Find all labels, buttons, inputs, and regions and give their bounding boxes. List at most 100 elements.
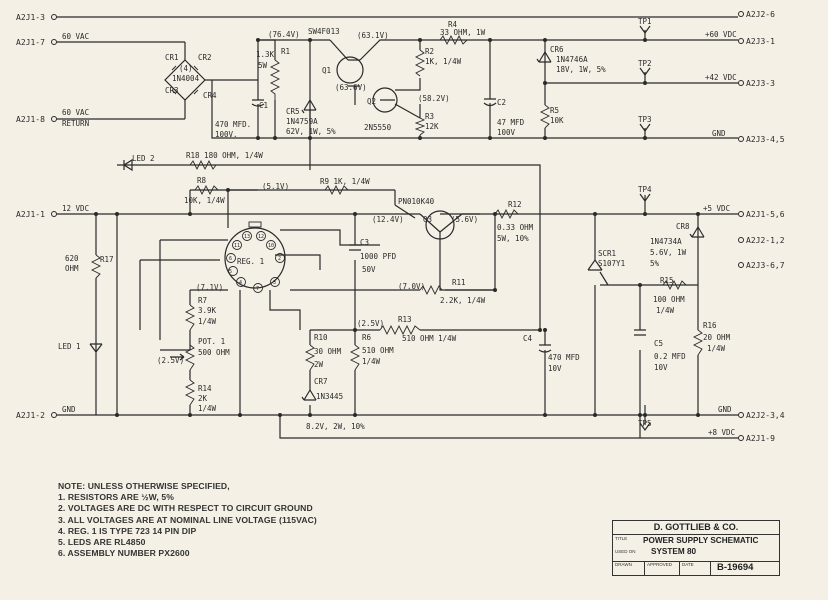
terminal — [738, 11, 744, 17]
pin-label: 6 — [229, 256, 232, 262]
r10-value: 30 OHM — [314, 347, 342, 356]
pin-label: 10 — [268, 243, 274, 249]
capacitor-c5 — [634, 329, 646, 336]
r10-power: 2W — [314, 360, 324, 369]
connector-a2j3-3: A2J3-3 — [746, 79, 775, 88]
note-item: 6. ASSEMBLY NUMBER PX2600 — [58, 548, 190, 559]
r7-power: 1/4W — [198, 317, 217, 326]
r5-value: 10K — [550, 116, 564, 125]
pot1-ref: POT. 1 — [198, 337, 225, 346]
net-label-8vdc: +8 VDC — [708, 428, 735, 437]
terminal — [738, 435, 744, 441]
resistor-r17 — [90, 254, 102, 279]
voltage-7-1: (7.1V) — [196, 283, 223, 292]
r15-value: 100 OHM — [653, 295, 685, 304]
junction-dots — [94, 38, 700, 417]
approved-tag: APPROVED — [647, 562, 673, 567]
r15-ref: R15 — [660, 276, 674, 285]
c3-ref: C3 — [360, 238, 369, 247]
voltage-12-4: (12.4V) — [372, 215, 404, 224]
potentiometer-pot1 — [184, 344, 196, 371]
terminal — [51, 39, 57, 45]
drawn-tag: DRAWN — [615, 562, 632, 567]
cr8-part: 1N4734A — [650, 237, 682, 246]
reg1-pins — [226, 231, 285, 293]
r11-value: 2.2K, 1/4W — [440, 296, 486, 305]
resistor-r15 — [662, 279, 687, 291]
note-header: NOTE: UNLESS OTHERWISE SPECIFIED, — [58, 481, 230, 491]
terminal — [51, 412, 57, 418]
r7-value: 3.9K — [198, 306, 217, 315]
q3-ref: Q3 — [423, 215, 432, 224]
r16-power: 1/4W — [707, 344, 726, 353]
resistor-r13 — [379, 324, 421, 336]
r1-value: 1.3K — [256, 50, 275, 59]
led-2 — [122, 158, 133, 172]
tp1-label: TP1 — [638, 17, 652, 26]
c1-ref: C1 — [259, 101, 268, 110]
cr8-rating: 5.6V, 1W — [650, 248, 687, 257]
c4-value: 470 MFD — [548, 353, 580, 362]
cr5-ref: CR5 — [286, 107, 300, 116]
cr3-label: CR3 — [165, 86, 179, 95]
note-item: 4. REG. 1 IS TYPE 723 14 PIN DIP — [58, 525, 197, 536]
resistor-r12 — [494, 208, 519, 220]
bridge-part: 1N4004 — [172, 74, 200, 83]
resistor-r11 — [419, 284, 443, 296]
r4-ref: R4 — [448, 20, 458, 29]
terminal — [738, 237, 744, 243]
used-on-value: SYSTEM 80 — [651, 547, 697, 556]
c5-ref: C5 — [654, 339, 663, 348]
test-point-tp4 — [639, 193, 651, 203]
r14-ref: R14 — [198, 384, 212, 393]
pin-label: 7 — [256, 286, 259, 292]
voltage-5-1: (5.1V) — [262, 182, 289, 191]
cr6-part: 1N4746A — [556, 55, 588, 64]
net-label-60vdc: +60 VDC — [705, 30, 737, 39]
r13-value: 510 OHM 1/4W — [402, 334, 457, 343]
net-label-12vdc: 12 VDC — [62, 204, 89, 213]
r11-ref: R11 — [452, 278, 466, 287]
r14-value: 2K — [198, 394, 208, 403]
tp4-label: TP4 — [638, 185, 652, 194]
wiring — [57, 16, 738, 439]
connector-a2j2-3-4: A2J2-3,4 — [746, 411, 785, 420]
r3-ref: R3 — [425, 112, 434, 121]
r4-value: 33 OHM, 1W — [440, 28, 486, 37]
net-label-5vdc: +5 VDC — [703, 204, 730, 213]
net-label-42vdc: +42 VDC — [705, 73, 737, 82]
regulator-reg1 — [224, 227, 286, 289]
approved-cell: APPROVED — [645, 561, 680, 575]
r13-ref: R13 — [398, 315, 412, 324]
test-point-tp2 — [639, 67, 651, 77]
r12-value: 0.33 OHM — [497, 223, 534, 232]
voltage-76-4: (76.4V) — [268, 30, 300, 39]
connector-a2j1-8: A2J1-8 — [16, 115, 45, 124]
connector-a2j1-2: A2J1-2 — [16, 411, 45, 420]
c2-ref: C2 — [497, 98, 506, 107]
cr4-label: CR4 — [203, 91, 217, 100]
net-label-gnd-top: GND — [712, 129, 726, 138]
note-item: 1. RESISTORS ARE ½W, 5% — [58, 492, 174, 503]
c3-value: 1000 PFD — [360, 252, 397, 261]
c2-voltage: 100V — [497, 128, 516, 137]
zener-cr5 — [301, 98, 317, 114]
r1-ref: R1 — [281, 47, 290, 56]
q2-ref: Q2 — [367, 97, 376, 106]
pin-label: 3 — [273, 280, 276, 286]
zener-cr8 — [689, 225, 705, 238]
transistor-q3 — [425, 210, 455, 240]
connector-a2j1-7: A2J1-7 — [16, 38, 45, 47]
resistor-r3 — [414, 117, 426, 136]
r3-value: 12K — [425, 122, 439, 131]
c1-value: 470 MFD. — [215, 120, 251, 129]
r16-value: 20 OHM — [703, 333, 731, 342]
terminal — [738, 211, 744, 217]
drawn-cell: DRAWN — [613, 561, 645, 575]
net-label-gnd-right: GND — [718, 405, 732, 414]
resistor-r8 — [194, 184, 219, 196]
resistor-r18 — [189, 159, 217, 171]
bridge-qty: (4) — [179, 64, 193, 73]
voltage-58-2: (58.2V) — [418, 94, 450, 103]
used-on-tag: USED ON — [615, 549, 636, 554]
